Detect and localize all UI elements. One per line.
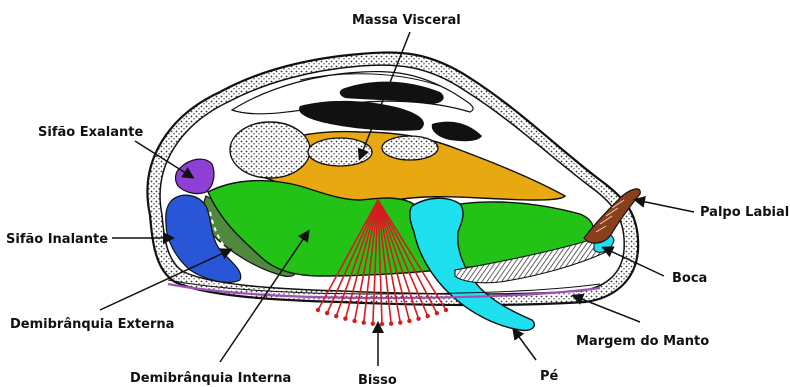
label-demibranquia-interna: Demibrânquia Interna — [130, 371, 291, 386]
byssus-thread-tip — [371, 321, 375, 325]
byssus-thread-tip — [416, 317, 420, 321]
label-demibranquia-externa: Demibrânquia Externa — [10, 317, 174, 332]
byssus-thread-tip — [334, 314, 338, 318]
byssus-thread-tip — [398, 320, 402, 324]
byssus-thread-tip — [325, 311, 329, 315]
label-bisso: Bisso — [358, 373, 397, 387]
label-margem-do-manto: Margem do Manto — [576, 334, 709, 349]
label-massa-visceral: Massa Visceral — [352, 13, 461, 28]
label-boca: Boca — [672, 271, 707, 286]
byssus-thread-tip — [343, 317, 347, 321]
byssus-thread-tip — [435, 311, 439, 315]
gland-small-2 — [382, 136, 438, 160]
byssus-thread-tip — [444, 308, 448, 312]
arrow-icon — [514, 330, 536, 360]
arrow-icon — [636, 200, 694, 212]
byssus-thread-tip — [426, 314, 430, 318]
byssus-thread-tip — [362, 320, 366, 324]
arrow-icon — [574, 296, 640, 322]
label-sifao-exalante: Sifão Exalante — [38, 125, 143, 140]
byssus-thread-tip — [389, 321, 393, 325]
byssus-thread-tip — [407, 319, 411, 323]
byssus-thread-tip — [316, 308, 320, 312]
byssus-thread-tip — [352, 319, 356, 323]
label-sifao-inalante: Sifão Inalante — [6, 232, 108, 247]
byssus-thread-tip — [380, 322, 384, 326]
gland-large — [230, 122, 310, 178]
label-palpo-labial: Palpo Labial — [700, 205, 789, 220]
label-pe: Pé — [540, 369, 559, 384]
